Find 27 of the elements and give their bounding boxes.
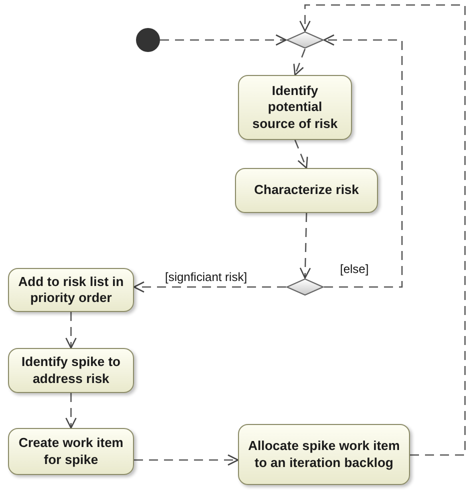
edge-label: [signficiant risk] <box>163 270 250 284</box>
action-label: Add to risk list in priority order <box>17 274 125 306</box>
arrow <box>300 212 311 279</box>
action-box <box>238 75 352 140</box>
action-box <box>8 268 134 312</box>
action-label: Identify spike to address risk <box>20 354 122 387</box>
edge-label: [else] <box>338 262 371 276</box>
arrow <box>160 34 287 46</box>
arrow <box>65 312 77 349</box>
arrow <box>134 454 239 466</box>
arrow <box>65 393 77 429</box>
action-box <box>235 168 378 213</box>
action-box <box>238 424 410 485</box>
action-box <box>8 428 134 475</box>
arrow <box>323 34 403 288</box>
arrow <box>293 48 306 76</box>
action-label: Create work item for spike <box>18 435 124 468</box>
action-label: Identify potential source of risk <box>251 83 339 132</box>
decision-diamond <box>286 278 324 296</box>
initial-node <box>136 28 160 52</box>
arrow <box>294 140 308 169</box>
action-label: Characterize risk <box>254 182 359 199</box>
decision-diamond <box>286 31 324 49</box>
arrow <box>299 4 466 456</box>
arrow <box>133 281 286 293</box>
action-label: Allocate spike work item to an iteration backlog <box>247 438 401 471</box>
action-box <box>8 348 134 393</box>
